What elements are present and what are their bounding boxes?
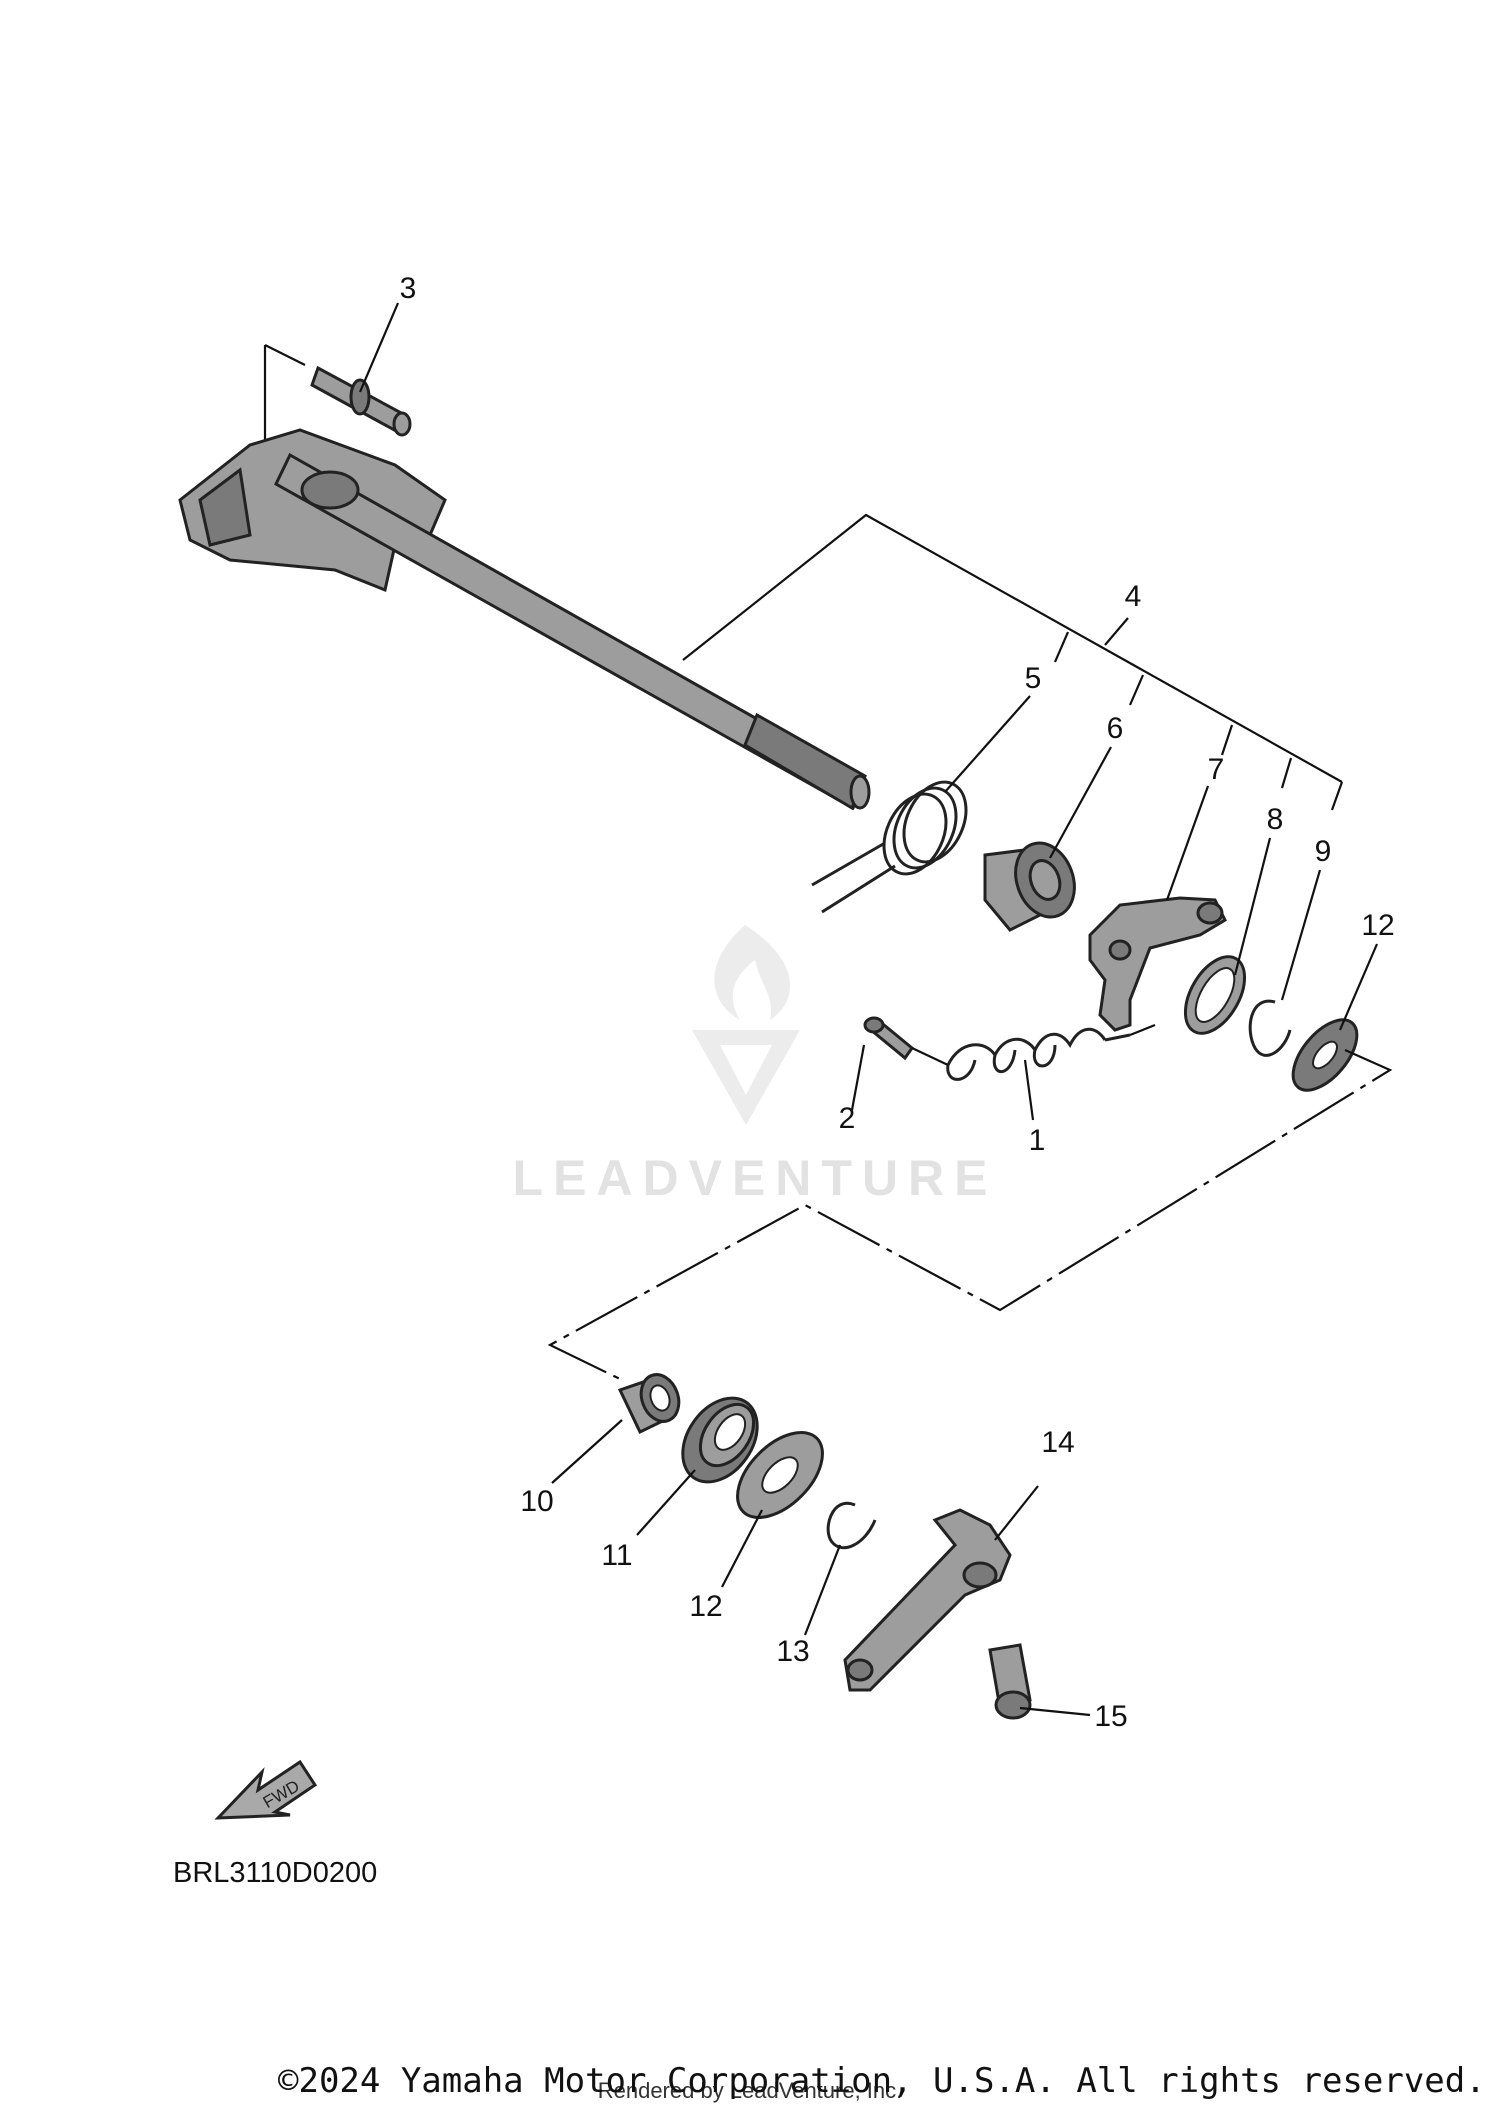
part-15-bolt <box>988 1643 1032 1720</box>
callout-11: 11 <box>601 1539 632 1572</box>
callout-8: 8 <box>1267 803 1284 836</box>
callout-9: 9 <box>1315 835 1332 868</box>
part-12-washer-lower <box>736 1431 824 1519</box>
watermark-flame-icon <box>714 925 791 1020</box>
part-11-oil-seal <box>681 1396 759 1484</box>
rendered-by-text: Rendered by LeadVenture, Inc. <box>597 2078 903 2103</box>
callout-5: 5 <box>1025 662 1042 695</box>
callout-6: 6 <box>1107 712 1124 745</box>
part-13-circlip <box>826 1501 877 1550</box>
assembly-path <box>547 1048 1393 1381</box>
part-7-lever <box>1088 896 1227 1032</box>
callout-10: 10 <box>520 1485 553 1518</box>
callout-7: 7 <box>1208 753 1225 786</box>
copyright-text: ©2024 Yamaha Motor Corporation, U.S.A. A… <box>278 2061 1486 2101</box>
part-14-shift-arm <box>843 1508 1012 1692</box>
alignment-line-3b <box>264 344 306 366</box>
callout-14: 14 <box>1041 1426 1074 1459</box>
leader-lines <box>358 302 1379 1717</box>
part-3-pin <box>310 365 412 437</box>
diagram-code: BRL3110D0200 <box>173 1857 377 1889</box>
fwd-arrow-icon: FWD <box>214 1759 318 1820</box>
part-1-spring <box>946 1027 1131 1081</box>
leadventure-watermark: LEADVENTURE <box>512 925 997 1206</box>
callout-12-lower: 12 <box>689 1590 722 1623</box>
link-2-1 <box>911 1047 949 1066</box>
group-bracket-4 <box>682 513 1344 811</box>
callout-13: 13 <box>776 1635 809 1668</box>
watermark-v-icon <box>692 1030 800 1125</box>
callout-1: 1 <box>1029 1124 1046 1157</box>
callout-2: 2 <box>839 1102 856 1135</box>
link-1-7 <box>1129 1023 1156 1037</box>
watermark-text: LEADVENTURE <box>512 1150 997 1206</box>
part-shift-shaft <box>178 428 871 811</box>
part-10-bearing <box>617 1373 681 1435</box>
callout-15: 15 <box>1094 1700 1127 1733</box>
part-9-circlip <box>1248 999 1292 1057</box>
callout-labels: 3 4 5 6 7 8 9 12 2 1 14 10 11 12 13 15 <box>400 272 1395 1733</box>
part-6-collar <box>983 841 1076 932</box>
callout-12-upper: 12 <box>1361 909 1394 942</box>
part-2-bolt <box>863 1016 915 1061</box>
callout-4: 4 <box>1125 580 1142 613</box>
part-12-washer-upper <box>1291 1018 1359 1092</box>
part-8-washer <box>1183 955 1247 1035</box>
callout-3: 3 <box>400 272 417 305</box>
